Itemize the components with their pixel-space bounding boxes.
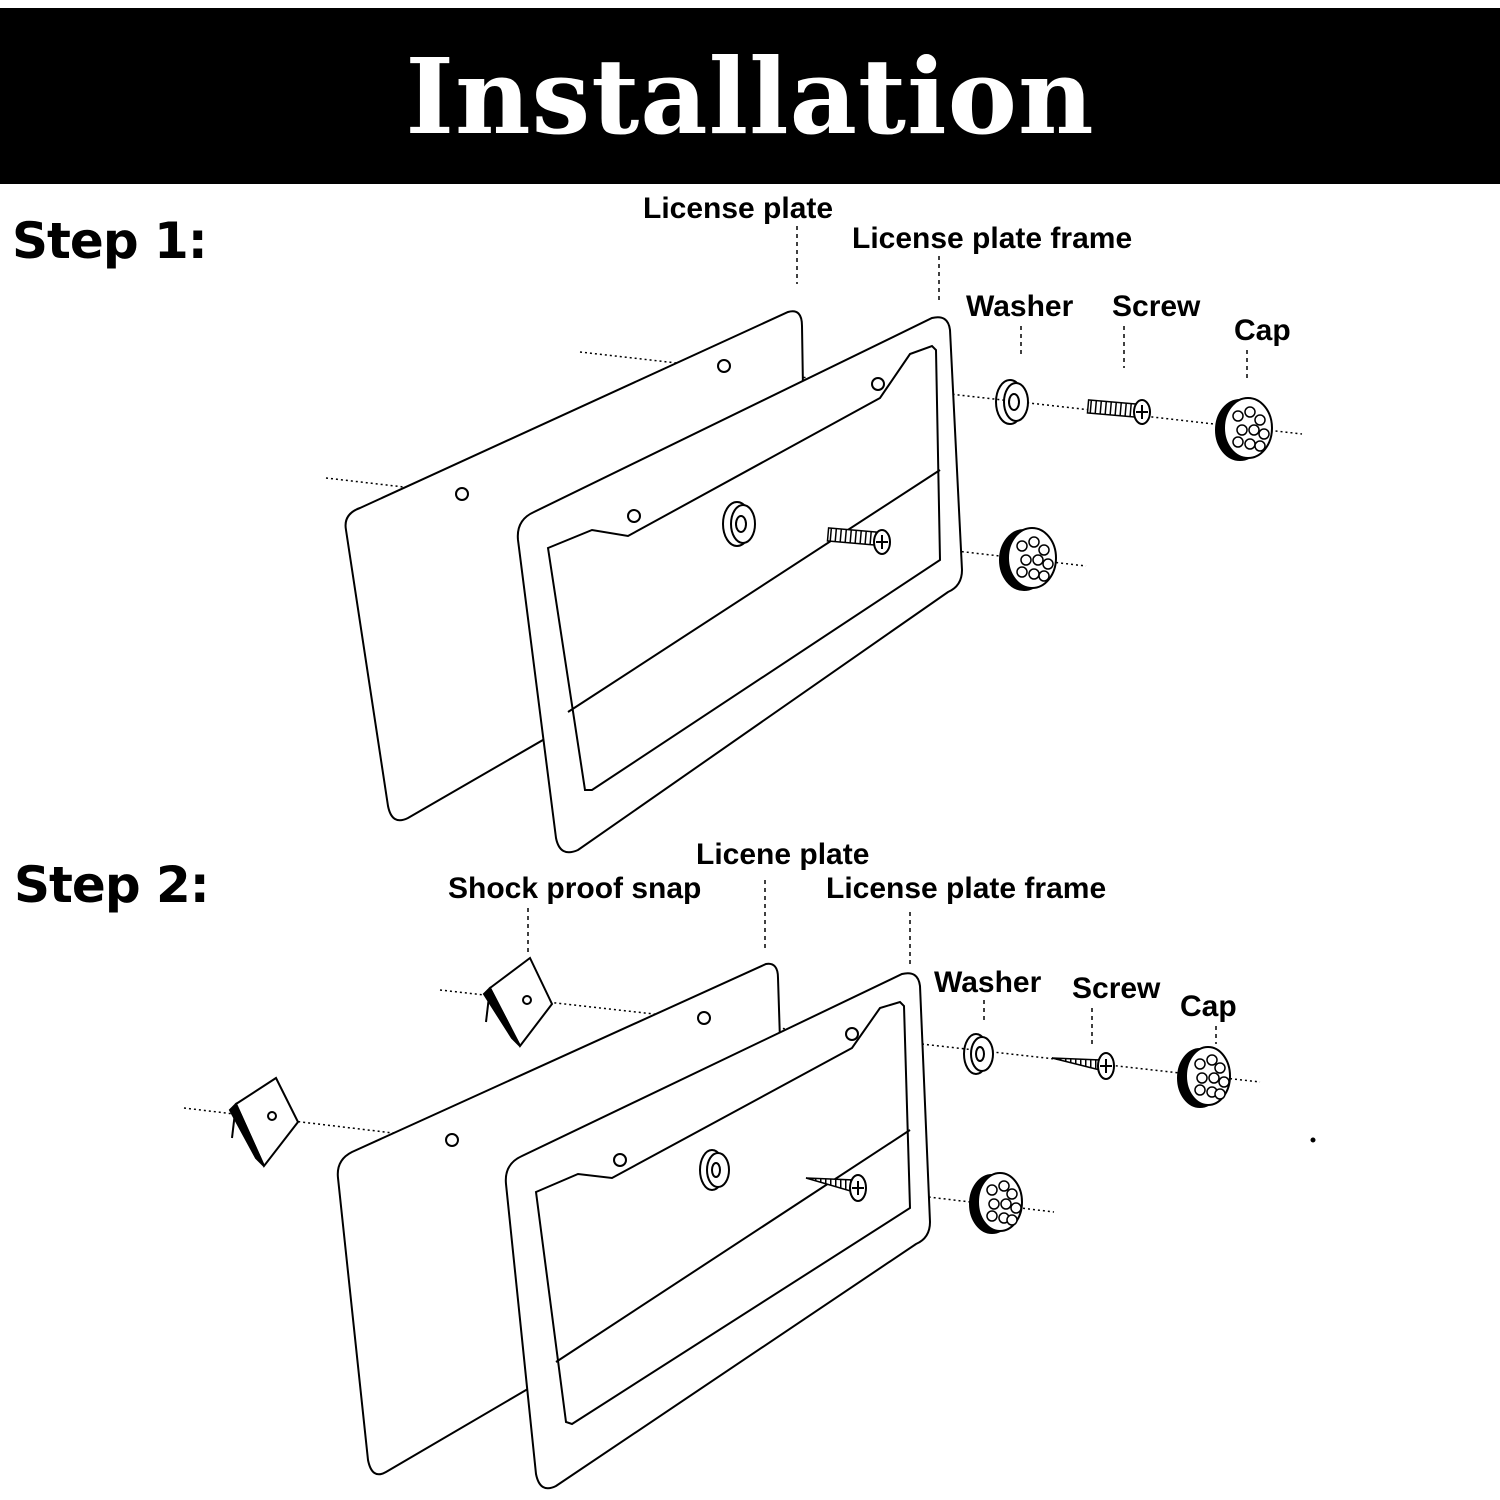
- page-title: Installation: [405, 34, 1095, 158]
- step2-cap: [1177, 1046, 1231, 1108]
- step2-screw: [1051, 1052, 1115, 1080]
- step2-label-shock-proof-snap: Shock proof snap: [448, 872, 702, 905]
- step2-heading: Step 2:: [14, 856, 210, 914]
- step1-cap: [999, 527, 1057, 591]
- step1-label-cap: Cap: [1234, 314, 1291, 347]
- step2-shock-proof-snap: [228, 1076, 300, 1168]
- step1-frame-hole: [871, 377, 885, 391]
- step2-leader-lines: [527, 880, 1217, 1046]
- step1-washer: [995, 379, 1029, 425]
- stray-dot: [1310, 1137, 1316, 1143]
- step2-plate-hole: [445, 1133, 459, 1147]
- step1-frame-hole: [627, 509, 641, 523]
- step1-label-license-plate-frame: License plate frame: [852, 222, 1133, 255]
- step2-cap: [969, 1172, 1023, 1234]
- step2-label-washer: Washer: [934, 966, 1042, 999]
- step1-washer: [722, 501, 756, 547]
- step1-label-washer: Washer: [966, 290, 1074, 323]
- step1-label-license-plate: License plate: [643, 192, 834, 225]
- step2-washer: [699, 1149, 730, 1191]
- step2-screw: [805, 1174, 867, 1202]
- step2-frame-window: [534, 1000, 912, 1426]
- step1-frame-window: [546, 344, 942, 791]
- title-banner: Installation: [0, 8, 1500, 184]
- step1-cap: [1215, 397, 1273, 461]
- step1-plate-hole: [717, 359, 731, 373]
- step1-screw: [826, 527, 891, 555]
- step2-label-screw: Screw: [1072, 972, 1161, 1005]
- step2-washer: [963, 1033, 994, 1075]
- step1-assembly: [325, 226, 1303, 854]
- step2-assembly: [183, 880, 1316, 1490]
- step2-shock-proof-snap: [482, 956, 554, 1048]
- step1-plate-hole: [455, 487, 469, 501]
- step2-label-cap: Cap: [1180, 990, 1237, 1023]
- step1-label-screw: Screw: [1112, 290, 1201, 323]
- step1-screw: [1086, 399, 1151, 425]
- step2-frame-hole: [613, 1153, 627, 1167]
- step1-frame-inner-edge: [567, 469, 941, 713]
- step2-plate-hole: [697, 1011, 711, 1025]
- step2-frame-inner-edge: [555, 1129, 911, 1363]
- step1-leader-lines: [796, 226, 1248, 378]
- step2-label-license-plate: Licene plate: [696, 838, 870, 871]
- step1-heading: Step 1:: [12, 212, 208, 270]
- step2-frame-hole: [845, 1027, 859, 1041]
- step2-label-license-plate-frame: License plate frame: [826, 872, 1107, 905]
